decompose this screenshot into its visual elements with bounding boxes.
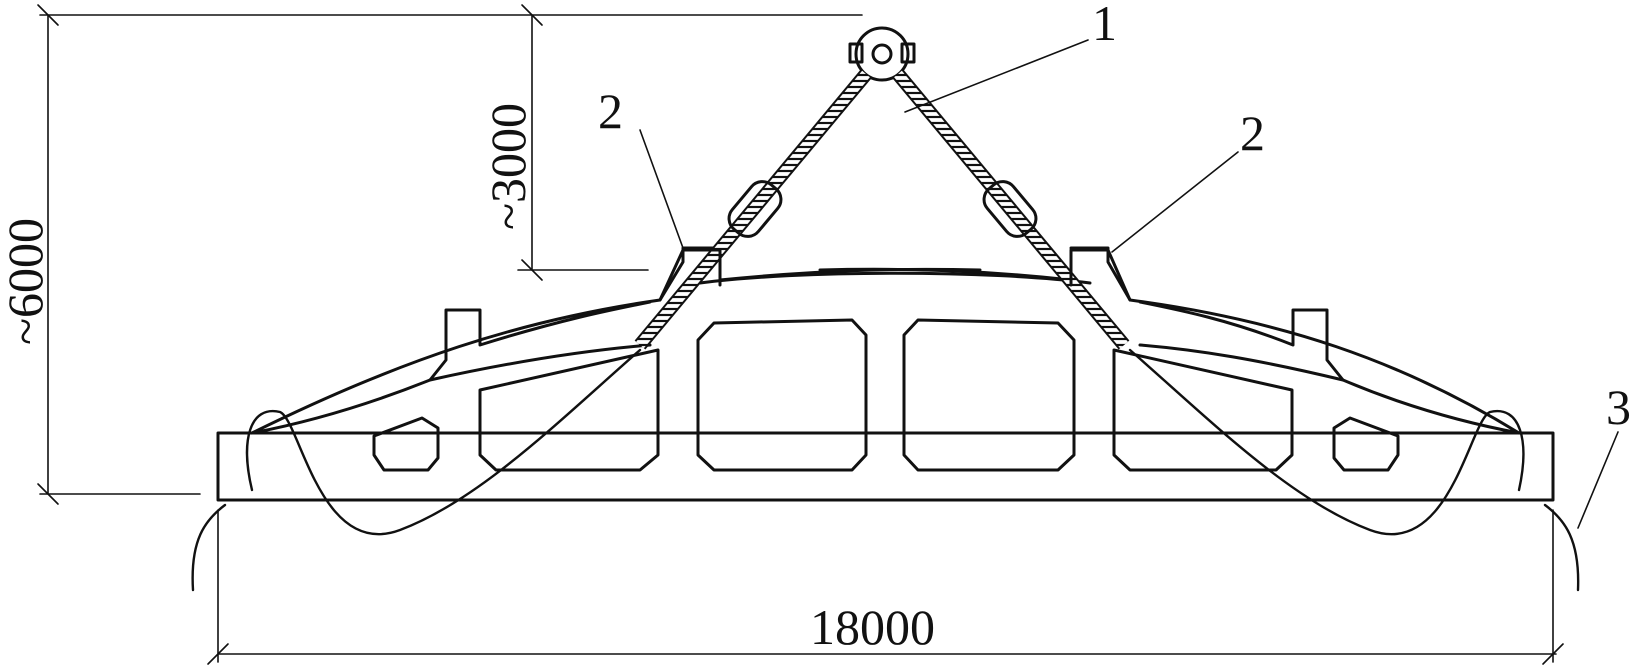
bottom-slab xyxy=(216,431,1555,502)
truss-openings xyxy=(372,318,1400,472)
guide-ropes xyxy=(191,348,1580,592)
lifting-points xyxy=(658,248,1132,302)
slings xyxy=(634,69,1130,350)
item-label-2-left: 2 xyxy=(598,83,623,139)
item-label-1: 1 xyxy=(1092,0,1117,51)
hook-icon xyxy=(848,26,916,82)
item-label-2-right: 2 xyxy=(1240,105,1265,161)
dimension-lines xyxy=(37,4,1564,665)
item-label-3: 3 xyxy=(1606,379,1631,435)
leader-lines xyxy=(639,39,1619,529)
truss-outline xyxy=(250,246,1521,435)
dimension-sling-height: ~3000 xyxy=(480,103,536,230)
dimension-span: 18000 xyxy=(810,599,935,655)
dimension-total-height: ~6000 xyxy=(0,218,53,345)
